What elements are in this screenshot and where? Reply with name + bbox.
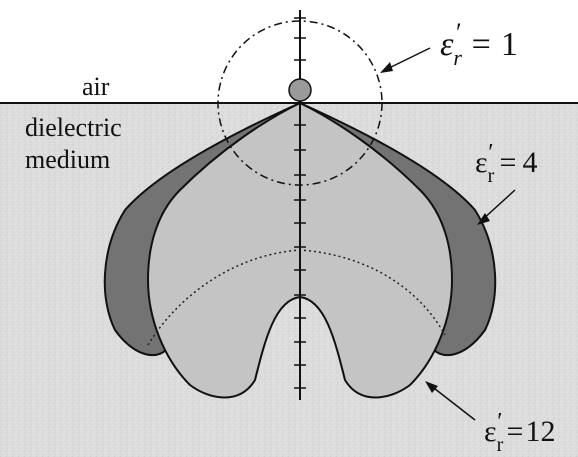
axis-ticks	[294, 17, 306, 389]
annotation-eps4: εr′ =4	[475, 140, 537, 225]
eps4-equals: =	[500, 146, 517, 179]
eps4-subscript: r	[488, 165, 495, 187]
svg-text:εr′=1: εr′ = 1	[440, 18, 518, 70]
eps1-subscript: r	[453, 45, 462, 70]
eps12-value: 12	[525, 415, 555, 448]
eps1-equals: =	[472, 26, 491, 63]
eps12-symbol: ε	[484, 415, 497, 448]
source-dipole-icon	[288, 78, 312, 102]
eps1-symbol: ε	[440, 26, 454, 63]
annotation-eps12: εr′=12	[425, 381, 555, 456]
svg-text:εr′=12: εr′=12	[484, 409, 555, 456]
vertical-axis	[294, 10, 306, 400]
eps12-prime: ′	[497, 409, 502, 435]
eps4-value: 4	[522, 146, 537, 179]
eps1-prime: ′	[456, 18, 462, 47]
air-label: air	[82, 72, 110, 101]
annotation-eps1: εr′ = 1	[380, 18, 518, 73]
medium-label: medium	[25, 145, 110, 174]
dielectric-label: dielectric	[25, 113, 122, 142]
eps1-value: 1	[501, 26, 518, 63]
svg-text:εr′=4: εr′ =4	[475, 140, 537, 187]
eps12-subscript: r	[497, 434, 504, 456]
eps4-symbol: ε	[475, 146, 488, 179]
eps4-prime: ′	[488, 140, 493, 166]
eps12-equals: =	[507, 415, 524, 448]
